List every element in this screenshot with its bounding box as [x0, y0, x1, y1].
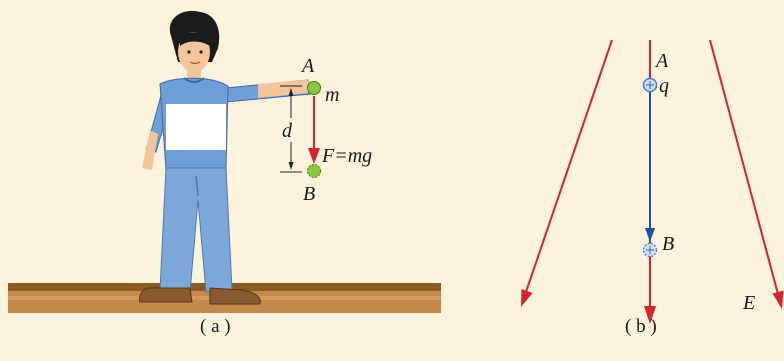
- label-E: E: [742, 292, 755, 314]
- panel-a: A m d F=mg B ( a ): [8, 10, 441, 337]
- distance-marker: [280, 85, 302, 173]
- field-line-right: [709, 39, 784, 309]
- person-figure: [139, 10, 314, 305]
- label-d: d: [282, 120, 293, 142]
- label-q: q: [659, 75, 669, 97]
- charge-at-A: [642, 77, 658, 93]
- label-m: m: [325, 84, 339, 106]
- label-B: B: [662, 233, 674, 255]
- ball-at-A: [307, 81, 321, 95]
- label-A: A: [300, 55, 315, 77]
- caption-a: ( a ): [200, 316, 231, 337]
- label-force: F=mg: [321, 145, 372, 167]
- panel-a-drawing: A m d F=mg B ( a ): [8, 10, 441, 337]
- caption-b: ( b ): [625, 316, 657, 337]
- label-B: B: [303, 183, 315, 205]
- charge-at-B: [642, 242, 658, 258]
- displacement-arrow: [645, 91, 655, 242]
- field-line-left: [521, 39, 613, 307]
- label-A: A: [654, 50, 669, 72]
- ball-at-B: [307, 164, 321, 178]
- panel-b-drawing: A q B E ( b ): [521, 39, 784, 337]
- panel-b: A q B E ( b ): [460, 0, 784, 361]
- force-arrow: [308, 96, 320, 164]
